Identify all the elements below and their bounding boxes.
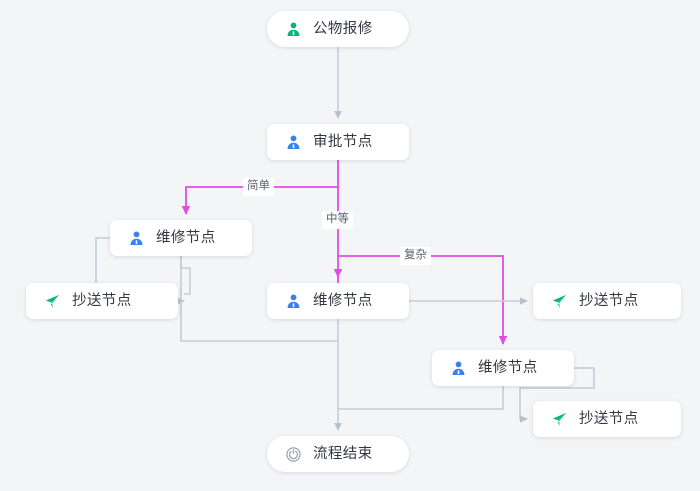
node-cc-1[interactable]: 抄送节点 xyxy=(26,283,178,319)
node-label: 审批节点 xyxy=(313,133,373,150)
power-gray-icon xyxy=(286,446,301,462)
send-green-icon xyxy=(552,412,567,426)
send-green-icon xyxy=(45,294,60,308)
node-repair-1[interactable]: 维修节点 xyxy=(110,220,252,256)
person-blue-icon xyxy=(452,360,465,375)
person-green-icon xyxy=(287,21,300,36)
branch-label-complex[interactable]: 复杂 xyxy=(400,247,431,265)
edge-repair3-to-end xyxy=(338,386,504,410)
node-label: 抄送节点 xyxy=(72,292,132,309)
node-repair-2[interactable]: 维修节点 xyxy=(267,283,409,319)
edge-branch-simple xyxy=(181,186,338,215)
node-end[interactable]: 流程结束 xyxy=(267,436,409,472)
person-blue-icon xyxy=(287,293,300,308)
edge-repair1-to-end xyxy=(180,256,338,342)
branch-label-medium[interactable]: 中等 xyxy=(322,211,353,229)
node-label: 流程结束 xyxy=(313,445,373,462)
node-approve[interactable]: 审批节点 xyxy=(267,124,409,160)
edge-branch-complex xyxy=(338,255,508,345)
node-label: 维修节点 xyxy=(478,359,538,376)
node-repair-3[interactable]: 维修节点 xyxy=(432,350,574,386)
node-label: 维修节点 xyxy=(313,292,373,309)
node-cc-3[interactable]: 抄送节点 xyxy=(533,401,681,437)
edge-repair1-loop xyxy=(180,256,191,295)
node-label: 维修节点 xyxy=(156,229,216,246)
node-start[interactable]: 公物报修 xyxy=(267,11,409,47)
node-label: 公物报修 xyxy=(313,20,373,37)
branch-label-simple[interactable]: 简单 xyxy=(243,178,274,196)
send-green-icon xyxy=(552,294,567,308)
person-blue-icon xyxy=(130,230,143,245)
node-label: 抄送节点 xyxy=(579,292,639,309)
person-blue-icon xyxy=(287,134,300,149)
edge-repair3-to-cc3 xyxy=(519,367,595,423)
node-cc-2[interactable]: 抄送节点 xyxy=(533,283,681,319)
node-label: 抄送节点 xyxy=(579,410,639,427)
